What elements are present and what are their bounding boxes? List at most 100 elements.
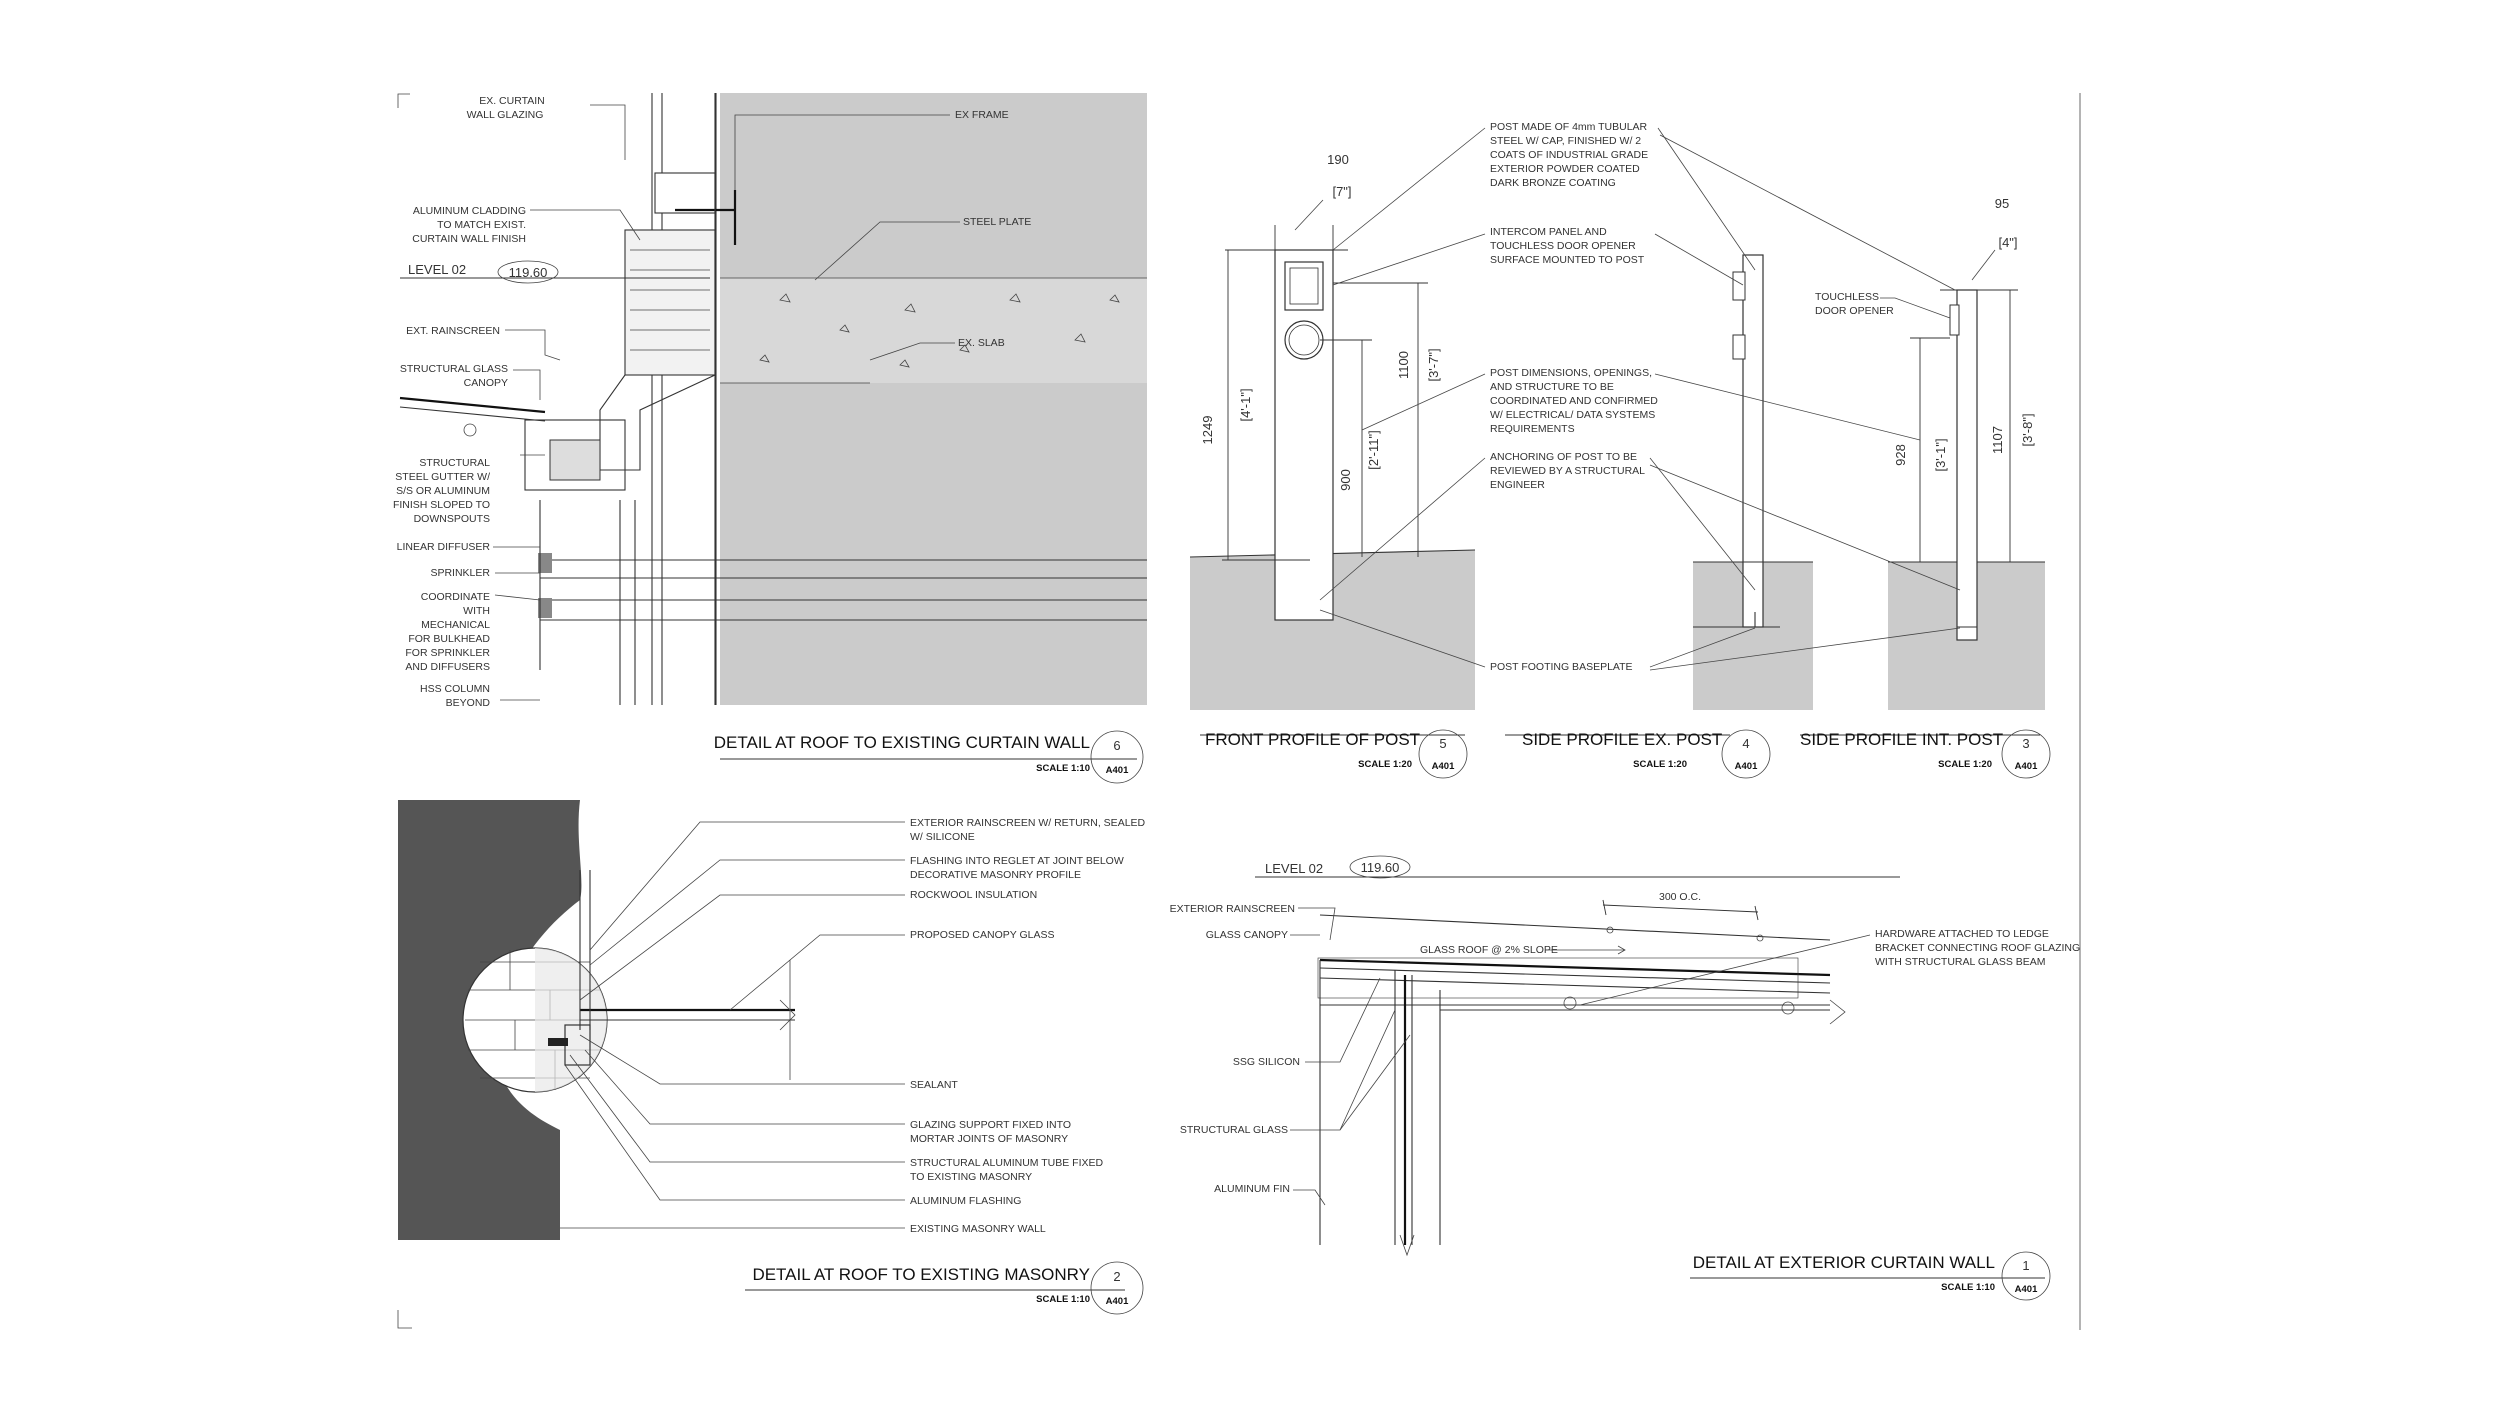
d2-flashing-2: DECORATIVE MASONRY PROFILE (910, 869, 1081, 881)
post-made-1: POST MADE OF 4mm TUBULAR (1490, 121, 1648, 133)
detail6-level-value: 119.60 (509, 265, 548, 280)
d2-canopy-glass: PROPOSED CANOPY GLASS (910, 929, 1055, 941)
d2-glazing-support-2: MORTAR JOINTS OF MASONRY (910, 1133, 1068, 1145)
dims-note-3: COORDINATED AND CONFIRMED (1490, 395, 1658, 407)
detail5-number: 5 (1439, 736, 1446, 751)
existing-slab-fill (720, 93, 1147, 705)
d2-rainscreen-1: EXTERIOR RAINSCREEN W/ RETURN, SEALED (910, 817, 1146, 829)
note-coordinate-6: AND DIFFUSERS (405, 661, 490, 673)
slab-band (720, 278, 1147, 383)
note-ex-frame: EX FRAME (955, 109, 1009, 121)
detail1-number: 1 (2022, 1258, 2029, 1273)
note-cladding-2: TO MATCH EXIST. (437, 219, 526, 231)
dim3-h2-mm: 1107 (1990, 426, 2005, 454)
note-curtain-glazing-1: EX. CURTAIN (479, 95, 545, 107)
bolt-1 (1563, 996, 1577, 1010)
detail1-level-label: LEVEL 02 (1265, 861, 1323, 876)
d1-spacing: 300 O.C. (1659, 891, 1701, 903)
d2-alu-flashing: ALUMINUM FLASHING (910, 1195, 1021, 1207)
note-linear-diffuser: LINEAR DIFFUSER (397, 541, 491, 553)
post-made-2: STEEL W/ CAP, FINISHED W/ 2 (1490, 135, 1641, 147)
detail4-number: 4 (1742, 736, 1749, 751)
dim5-height-mm: 1249 (1200, 416, 1215, 445)
note-steel-plate: STEEL PLATE (963, 216, 1031, 228)
d1-hardware-1: HARDWARE ATTACHED TO LEDGE (1875, 928, 2049, 940)
d2-alu-tube-2: TO EXISTING MASONRY (910, 1171, 1032, 1183)
detail1-level-value: 119.60 (1361, 860, 1400, 875)
note-cladding-1: ALUMINUM CLADDING (413, 205, 526, 217)
touchless-2: DOOR OPENER (1815, 305, 1894, 317)
touchless-1: TOUCHLESS (1815, 291, 1879, 303)
detail3-sheet-ref: A401 (2015, 761, 2038, 772)
d1-structural-glass: STRUCTURAL GLASS (1180, 1124, 1288, 1136)
dims-note-1: POST DIMENSIONS, OPENINGS, (1490, 367, 1652, 379)
detail-4-side-profile-ex-post: SIDE PROFILE EX. POST SCALE 1:20 4 A401 (1505, 254, 1813, 779)
note-gutter-4: FINISH SLOPED TO (393, 499, 490, 511)
detail1-sheet-ref: A401 (2015, 1284, 2038, 1295)
note-ext-rainscreen: EXT. RAINSCREEN (406, 325, 500, 337)
dim5-top-in: [3'-7"] (1426, 348, 1441, 381)
post-made-3: COATS OF INDUSTRIAL GRADE (1490, 149, 1648, 161)
detail2-sheet-ref: A401 (1106, 1296, 1129, 1307)
detail-5-front-profile-post: 190 [7"] 1249 [4'-1"] 900 [2'-11"] 1100 … (1189, 152, 1476, 779)
d1-ext-rainscreen: EXTERIOR RAINSCREEN (1170, 903, 1295, 915)
note-coordinate-2: WITH (463, 605, 490, 617)
bolt-2 (1781, 1001, 1795, 1015)
detail4-scale: SCALE 1:20 (1633, 759, 1687, 770)
detail6-scale: SCALE 1:10 (1036, 763, 1090, 774)
dim5-width-mm: 190 (1327, 152, 1349, 167)
int-post-body (1956, 289, 1978, 641)
detail6-number: 6 (1113, 738, 1120, 753)
d2-rockwool: ROCKWOOL INSULATION (910, 889, 1037, 901)
note-gutter-3: S/S OR ALUMINUM (396, 485, 490, 497)
dim3-h1-in: [3'-1"] (1933, 438, 1948, 471)
d1-glass-roof: GLASS ROOF @ 2% SLOPE (1420, 944, 1558, 956)
anchoring-2: REVIEWED BY A STRUCTURAL (1490, 465, 1645, 477)
d1-hardware-2: BRACKET CONNECTING ROOF GLAZING (1875, 942, 2080, 954)
detail3-number: 3 (2022, 736, 2029, 751)
d2-alu-tube-1: STRUCTURAL ALUMINUM TUBE FIXED (910, 1157, 1104, 1169)
detail6-level-label: LEVEL 02 (408, 262, 466, 277)
d2-glazing-support-1: GLAZING SUPPORT FIXED INTO (910, 1119, 1071, 1131)
dims-note-5: REQUIREMENTS (1490, 423, 1575, 435)
note-curtain-glazing-2: WALL GLAZING (467, 109, 544, 121)
note-gutter-2: STEEL GUTTER W/ (395, 471, 490, 483)
detail4-sheet-ref: A401 (1735, 761, 1758, 772)
note-coordinate-3: MECHANICAL (421, 619, 490, 631)
ground-fill (1190, 550, 1475, 710)
d2-sealant: SEALANT (910, 1079, 958, 1091)
d2-masonry-wall: EXISTING MASONRY WALL (910, 1223, 1046, 1235)
note-gutter-5: DOWNSPOUTS (414, 513, 490, 525)
detail-3-side-profile-int-post: 95 [4"] 928 [3'-1"] 1107 [3'-8"] TOUCHLE… (1800, 196, 2051, 779)
detail3-title: SIDE PROFILE INT. POST (1800, 730, 2003, 749)
post-made-4: EXTERIOR POWDER COATED (1490, 163, 1640, 175)
dim5-mid-in: [2'-11"] (1366, 430, 1381, 469)
note-gutter-1: STRUCTURAL (419, 457, 490, 469)
note-coordinate-4: FOR BULKHEAD (408, 633, 490, 645)
d1-aluminum-fin: ALUMINUM FIN (1214, 1183, 1290, 1195)
note-glass-canopy-2: CANOPY (464, 377, 508, 389)
anchoring-3: ENGINEER (1490, 479, 1545, 491)
detail5-sheet-ref: A401 (1432, 761, 1455, 772)
detail4-title: SIDE PROFILE EX. POST (1522, 730, 1722, 749)
dim5-top-mm: 1100 (1396, 351, 1411, 379)
anchoring-1: ANCHORING OF POST TO BE (1490, 451, 1637, 463)
detail-2-roof-masonry: EXTERIOR RAINSCREEN W/ RETURN, SEALED W/… (397, 800, 1146, 1329)
d1-hardware-3: WITH STRUCTURAL GLASS BEAM (1875, 956, 2046, 968)
note-glass-canopy-1: STRUCTURAL GLASS (400, 363, 508, 375)
dims-note-2: AND STRUCTURE TO BE (1490, 381, 1614, 393)
dim3-h2-in: [3'-8"] (2020, 413, 2035, 446)
note-sprinkler: SPRINKLER (430, 567, 490, 579)
intercom-panel (1284, 261, 1324, 311)
detail2-title: DETAIL AT ROOF TO EXISTING MASONRY (752, 1265, 1090, 1284)
note-coordinate-5: FOR SPRINKLER (405, 647, 490, 659)
dim5-height-in: [4'-1"] (1238, 388, 1253, 421)
detail-6-roof-curtain-wall: LEVEL 02 119.60 EX. CURTAIN WALL GLAZING… (393, 93, 1147, 784)
post-made-5: DARK BRONZE COATING (1490, 177, 1616, 189)
d2-flashing-1: FLASHING INTO REGLET AT JOINT BELOW (910, 855, 1124, 867)
dim3-width-in: [4"] (1998, 235, 2017, 250)
detail5-scale: SCALE 1:20 (1358, 759, 1412, 770)
note-hss-2: BEYOND (446, 697, 491, 709)
dim3-h1-mm: 928 (1893, 444, 1908, 466)
